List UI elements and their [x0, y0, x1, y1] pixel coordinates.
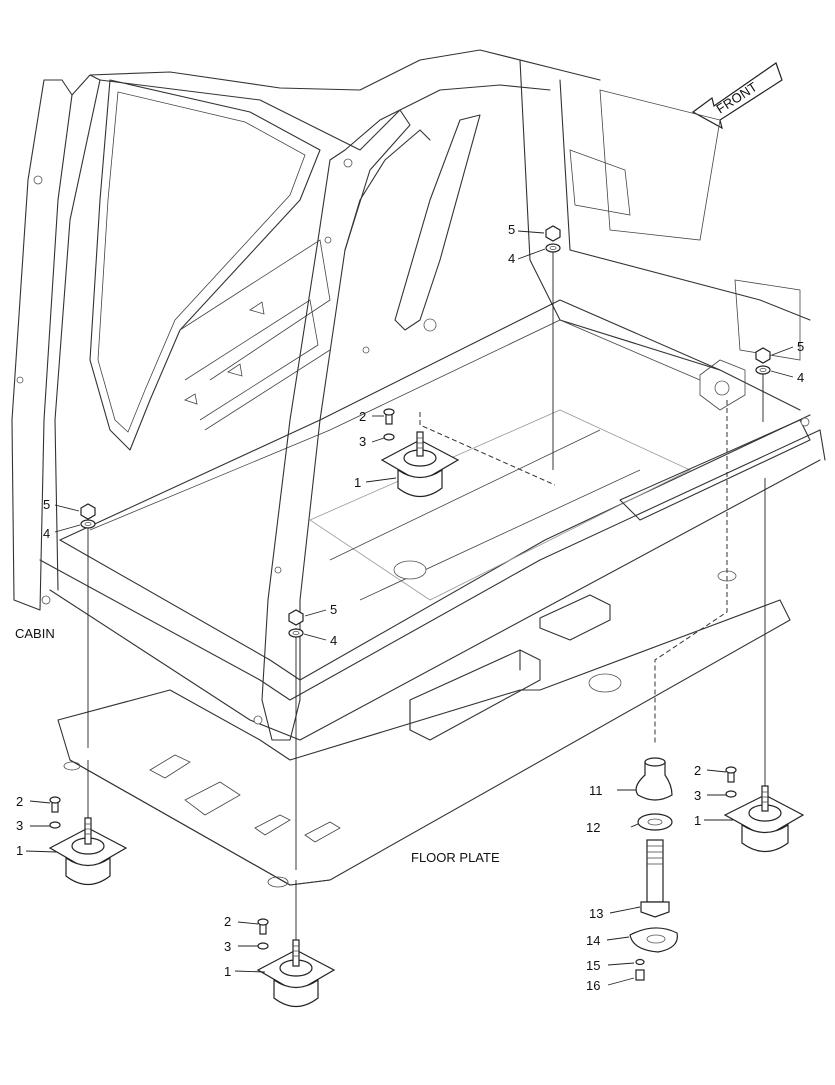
- callout-4: 4: [43, 526, 50, 541]
- callout-1: 1: [354, 475, 361, 490]
- callout-2: 2: [16, 794, 23, 809]
- callout-5: 5: [43, 497, 50, 512]
- callout-1: 1: [224, 964, 231, 979]
- front-arrow: FRONT: [691, 62, 783, 130]
- cabin-label: CABIN: [15, 626, 55, 641]
- callout-4: 4: [797, 370, 804, 385]
- callout-3: 3: [359, 434, 366, 449]
- callout-12: 12: [586, 820, 600, 835]
- callout-2: 2: [694, 763, 701, 778]
- mount-assembly-rear-right: [704, 766, 805, 853]
- callout-14: 14: [586, 933, 600, 948]
- callout-2: 2: [224, 914, 231, 929]
- callout-15: 15: [586, 958, 600, 973]
- mount-axis-lines: [87, 250, 766, 940]
- mount-assembly-rear-left: [365, 408, 460, 498]
- callout-3: 3: [694, 788, 701, 803]
- cabin-frame: [11, 49, 826, 741]
- callout-3: 3: [16, 818, 23, 833]
- mount-assembly-front-left: [25, 796, 128, 886]
- callout-labels: 5 4 5 4 2 3 1 5 4 5 4 2 3 1 2 3 1 2 3 1 …: [16, 222, 804, 993]
- callout-13: 13: [589, 906, 603, 921]
- floor-plate: [57, 599, 791, 888]
- callout-5: 5: [797, 339, 804, 354]
- nut-washer-front-center: [288, 609, 327, 641]
- callout-5: 5: [508, 222, 515, 237]
- callout-5: 5: [330, 602, 337, 617]
- callout-4: 4: [508, 251, 515, 266]
- callout-3: 3: [224, 939, 231, 954]
- callout-2: 2: [359, 409, 366, 424]
- floor-plate-label: FLOOR PLATE: [411, 850, 500, 865]
- callout-4: 4: [330, 633, 337, 648]
- callout-1: 1: [16, 843, 23, 858]
- mount-assembly-front-center: [234, 918, 336, 1008]
- callout-16: 16: [586, 978, 600, 993]
- callout-1: 1: [694, 813, 701, 828]
- nut-washer-rear-right: [755, 346, 794, 378]
- stopper-stack: [606, 757, 678, 986]
- callout-11: 11: [589, 783, 603, 798]
- nut-washer-rear-center: [517, 225, 561, 260]
- nut-washer-front-left: [54, 503, 96, 533]
